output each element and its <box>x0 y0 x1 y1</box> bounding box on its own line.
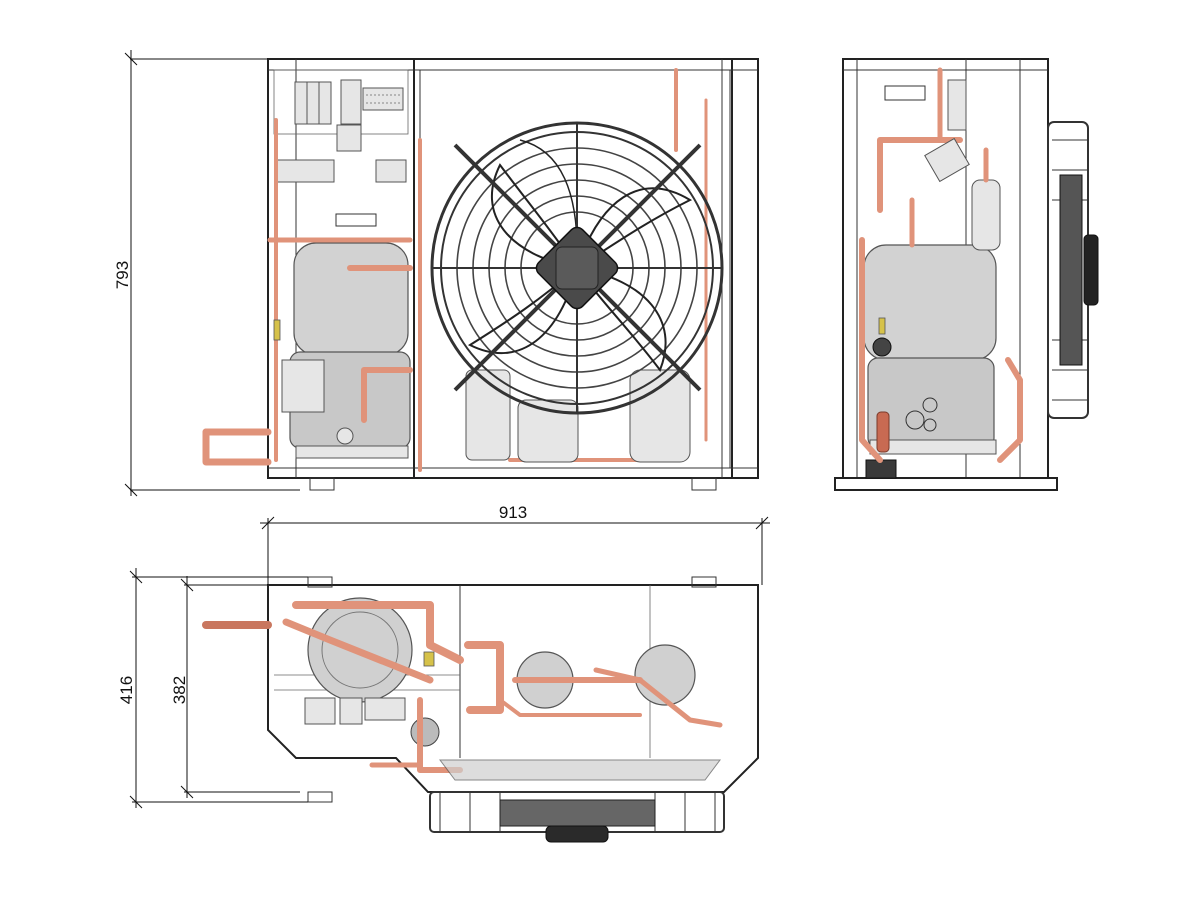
front-housing <box>267 58 759 479</box>
side-valve-block <box>924 137 970 183</box>
top-tab-3 <box>307 791 333 803</box>
condenser-fan <box>430 121 724 415</box>
side-bracket <box>947 79 967 131</box>
front-view: 793 <box>113 50 759 497</box>
dimension-width: 913 <box>260 503 770 585</box>
top-tab-1 <box>307 576 333 588</box>
top-housing <box>267 584 759 793</box>
dimension-depth-outer: 416 <box>117 568 308 809</box>
top-breakers <box>304 697 336 725</box>
label-plate <box>335 213 377 227</box>
dim-label-depth-inner: 382 <box>170 676 189 704</box>
front-compressor <box>281 242 411 459</box>
top-receiver <box>634 644 696 706</box>
top-tab-2 <box>691 576 717 588</box>
top-fan-guard <box>429 759 725 843</box>
dimension-depth-inner: 382 <box>170 576 300 799</box>
top-view: 913 416 382 <box>117 503 770 843</box>
top-filter <box>410 717 440 747</box>
front-compressor-2 <box>629 369 691 463</box>
front-foot-right <box>691 477 717 491</box>
side-receiver <box>971 179 1001 251</box>
front-foot-left <box>309 477 335 491</box>
terminal-block-left <box>275 159 335 183</box>
contactor <box>336 124 362 152</box>
dim-label-depth-outer: 416 <box>117 676 136 704</box>
side-piping <box>859 67 1023 463</box>
top-piping <box>202 601 723 773</box>
circuit-breakers <box>294 79 404 125</box>
terminal-block-right <box>375 159 407 183</box>
side-base <box>834 477 1058 491</box>
side-compressor <box>863 244 997 455</box>
side-label-plate <box>884 85 926 101</box>
side-fan-guard <box>1047 121 1099 419</box>
dim-label-height: 793 <box>113 261 132 289</box>
side-view <box>834 58 1099 491</box>
dim-label-width: 913 <box>499 503 527 522</box>
dimension-height: 793 <box>113 50 300 497</box>
